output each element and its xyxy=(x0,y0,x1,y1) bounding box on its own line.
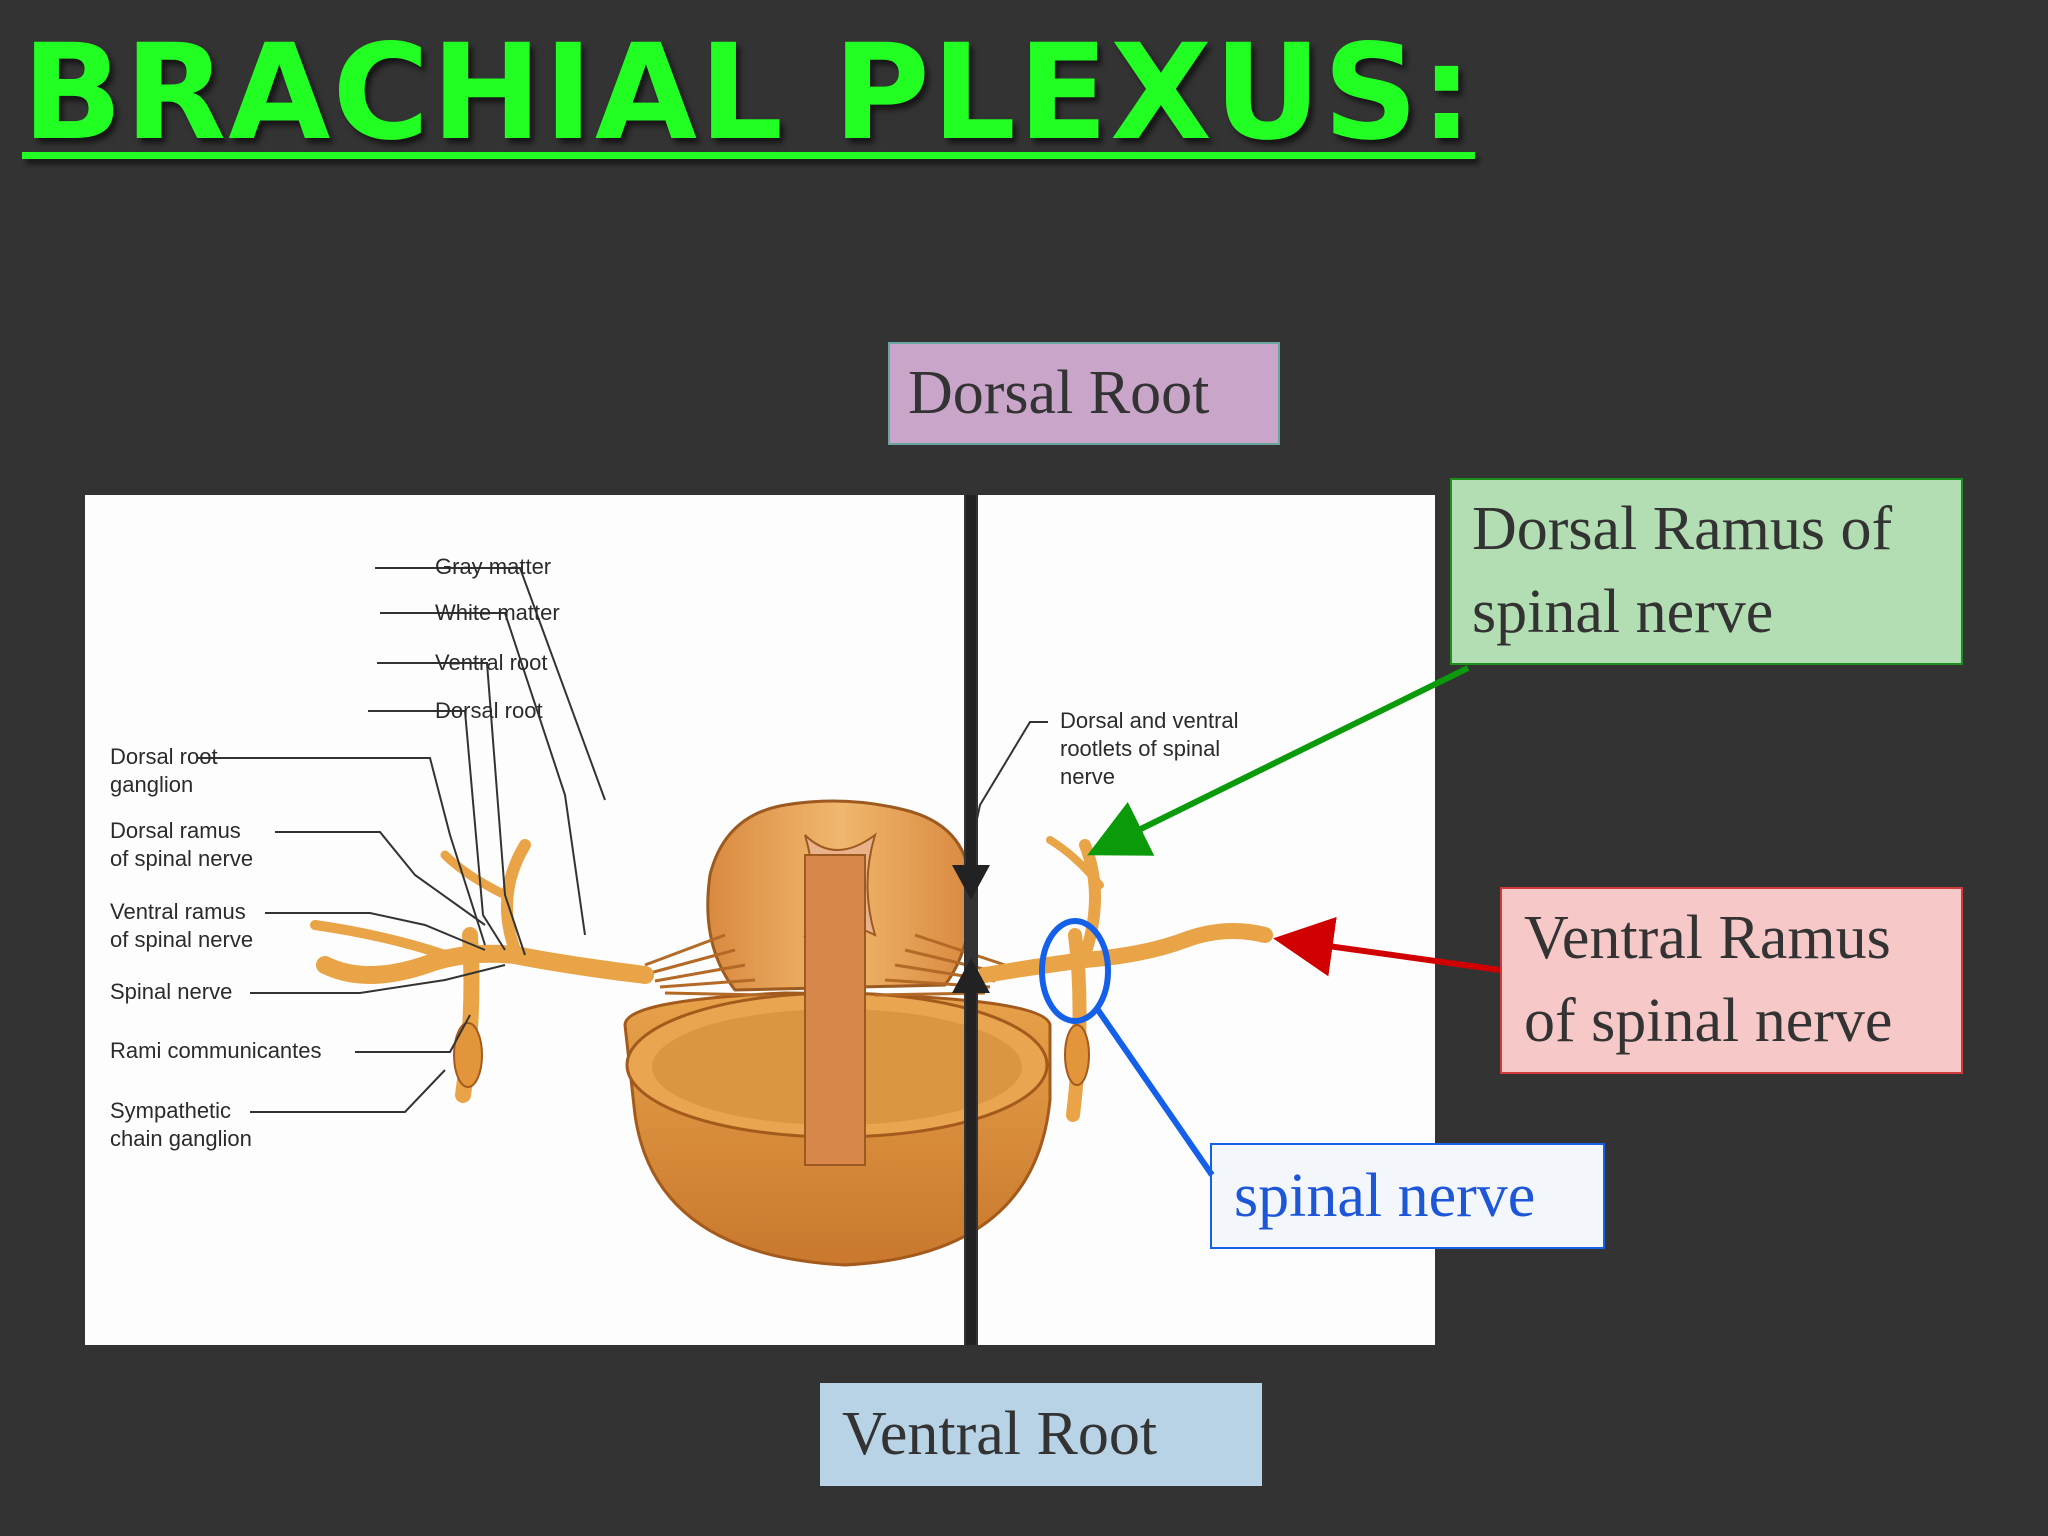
label-white-matter: White matter xyxy=(435,600,560,625)
label-ventral-ramus: Ventral ramus of spinal nerve xyxy=(110,899,254,952)
callout-ventral-root: Ventral Root xyxy=(820,1383,1262,1486)
spinal-cord-figure: Gray matter White matter Ventral root Do… xyxy=(85,495,1435,1345)
right-dorsal-ramus xyxy=(1079,839,1101,961)
rootlets-left xyxy=(644,933,766,997)
spinal-cord-illustration xyxy=(197,567,1273,1267)
label-rami-communicantes: Rami communicantes xyxy=(110,1038,322,1063)
left-dorsal-ramus xyxy=(501,839,531,956)
label-spinal-nerve: Spinal nerve xyxy=(110,979,233,1004)
right-spinal-nerve xyxy=(977,923,1273,983)
label-dorsal-ramus: Dorsal ramus of spinal nerve xyxy=(110,818,254,871)
left-sympathetic-ganglion xyxy=(453,1022,483,1088)
label-gray-matter: Gray matter xyxy=(435,554,552,579)
callout-dorsal-ramus: Dorsal Ramus of spinal nerve xyxy=(1450,478,1963,665)
label-sympathetic-chain-ganglion: Sympathetic chain ganglion xyxy=(110,1098,252,1151)
callout-dorsal-root: Dorsal Root xyxy=(888,342,1280,445)
callout-ventral-ramus: Ventral Ramus of spinal nerve xyxy=(1500,887,1963,1074)
figure-divider xyxy=(964,495,978,1345)
label-rootlets: Dorsal and ventral rootlets of spinal ne… xyxy=(1060,708,1239,789)
cord-column xyxy=(804,854,866,1166)
slide-title: BRACHIAL PLEXUS: xyxy=(22,16,1475,170)
left-spinal-nerve xyxy=(316,944,654,984)
callout-spinal-nerve: spinal nerve xyxy=(1210,1143,1605,1249)
label-dorsal-root-ganglion: Dorsal root ganglion xyxy=(110,744,218,797)
label-ventral-root: Ventral root xyxy=(435,650,548,675)
figure-leader-lines xyxy=(197,567,1048,1113)
label-dorsal-root: Dorsal root xyxy=(435,698,543,723)
